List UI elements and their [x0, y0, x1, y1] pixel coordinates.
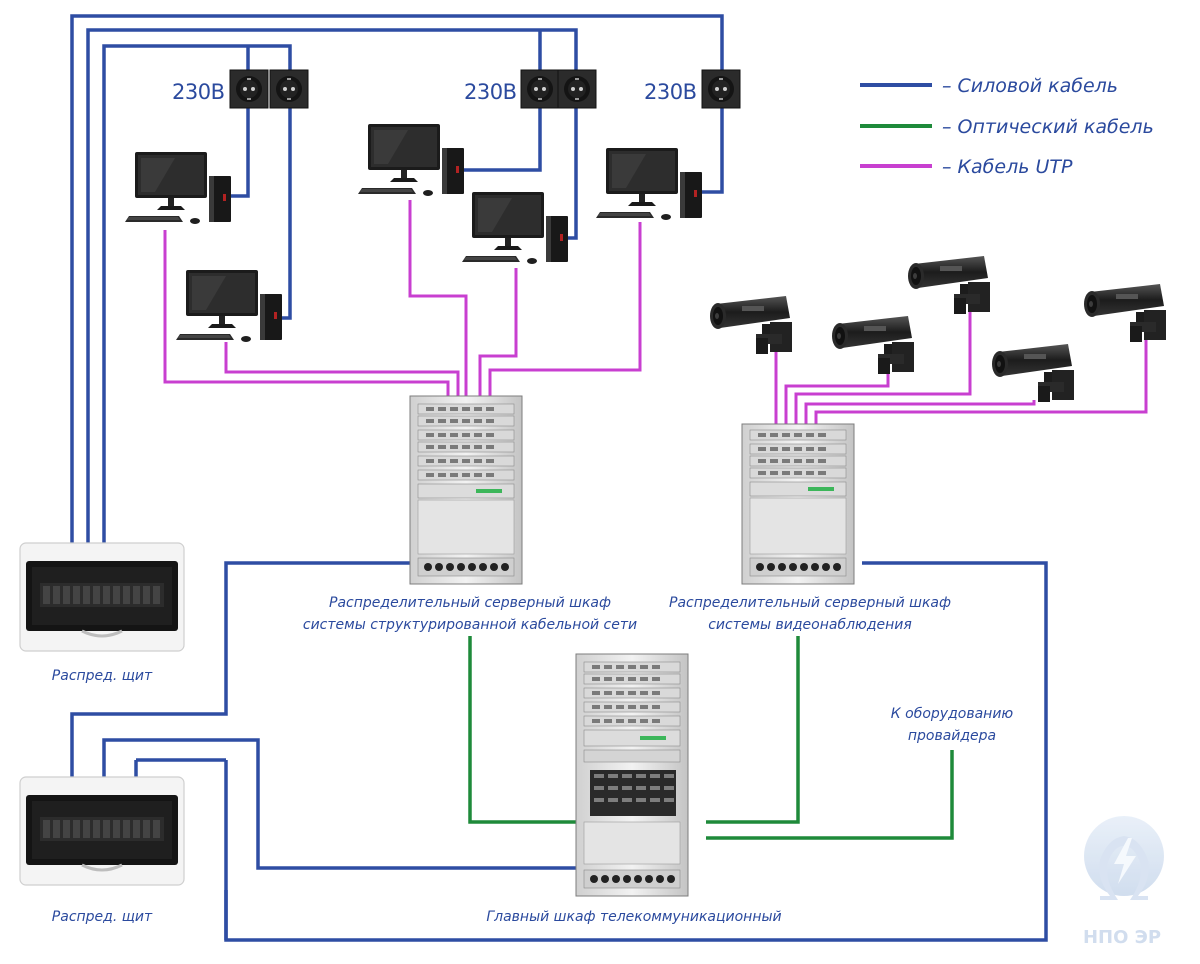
power-socket-icon	[269, 69, 309, 109]
rack-scs-caption-line1: Распределительный серверный шкаф	[329, 595, 611, 611]
voltage-label: 230В	[464, 80, 517, 104]
legend: – Силовой кабель – Оптический кабель – К…	[860, 75, 1154, 178]
optic-cables	[468, 636, 954, 840]
utp-cable-line	[784, 372, 890, 424]
utp-cables	[163, 200, 1148, 424]
power-cable-line	[228, 108, 250, 198]
power-socket-icon	[520, 69, 560, 109]
socket-group-1	[229, 69, 309, 109]
power-socket-icon	[701, 69, 741, 109]
legend-power-label: – Силовой кабель	[942, 75, 1118, 97]
voltage-label: 230В	[644, 80, 697, 104]
legend-optic-label: – Оптический кабель	[942, 116, 1154, 138]
socket-group-3	[701, 69, 741, 109]
power-cable-line	[280, 108, 292, 320]
workstation-icon	[358, 124, 464, 196]
utp-cable-line	[804, 400, 1036, 424]
distribution-panel-icon	[18, 775, 186, 887]
rack-scs-caption-line2: системы структурированной кабельной сети	[303, 617, 637, 633]
workstation-icon	[596, 148, 702, 220]
workstation-icon	[462, 192, 568, 264]
utp-cable-line	[814, 338, 1148, 424]
optic-cable-line	[706, 636, 800, 824]
workstation-icon	[176, 270, 282, 342]
cctv-camera-icon	[908, 256, 990, 314]
utp-cable-line	[794, 310, 972, 424]
utp-cable-line	[488, 222, 642, 398]
optic-cable-line	[706, 750, 954, 840]
power-socket-icon	[229, 69, 269, 109]
logo-text: НПО ЭР	[1083, 927, 1161, 948]
panel-label: Распред. щит	[52, 668, 153, 684]
socket-group-2	[520, 69, 597, 109]
rack-main-icon	[575, 653, 689, 897]
cctv-camera-icon	[832, 316, 914, 374]
utp-cable-line	[163, 230, 450, 398]
power-cable-line	[86, 28, 578, 545]
workstation-icon	[125, 152, 231, 224]
power-cable-line	[70, 14, 724, 545]
distribution-panel-icon	[18, 541, 186, 653]
utp-cable-line	[478, 268, 518, 398]
legend-utp-label: – Кабель UTP	[942, 156, 1073, 178]
power-socket-icon	[557, 69, 597, 109]
power-cable-line	[698, 108, 724, 194]
rack-video-caption-line2: системы видеонаблюдения	[708, 617, 912, 633]
power-cable-line	[456, 108, 542, 172]
rack-video-caption-line1: Распределительный серверный шкаф	[669, 595, 951, 611]
optic-cable-line	[468, 636, 576, 824]
cctv-camera-icon	[710, 296, 792, 354]
utp-cable-line	[224, 342, 460, 398]
rack-video-icon	[741, 423, 855, 585]
company-logo: НПО ЭР	[1083, 816, 1164, 948]
provider-label-line2: провайдера	[908, 728, 996, 744]
voltage-label: 230В	[172, 80, 225, 104]
power-cable-line	[102, 44, 292, 545]
cctv-camera-icon	[992, 344, 1074, 402]
power-cable-line	[102, 738, 576, 870]
utp-cable-line	[408, 200, 468, 398]
rack-scs-icon	[409, 395, 523, 585]
rack-main-caption: Главный шкаф телекоммуникационный	[486, 909, 781, 925]
provider-label-line1: К оборудованию	[891, 706, 1014, 722]
cctv-camera-icon	[1084, 284, 1166, 342]
panel-label: Распред. щит	[52, 909, 153, 925]
power-cable-line	[70, 561, 410, 780]
power-cables	[70, 14, 1048, 942]
